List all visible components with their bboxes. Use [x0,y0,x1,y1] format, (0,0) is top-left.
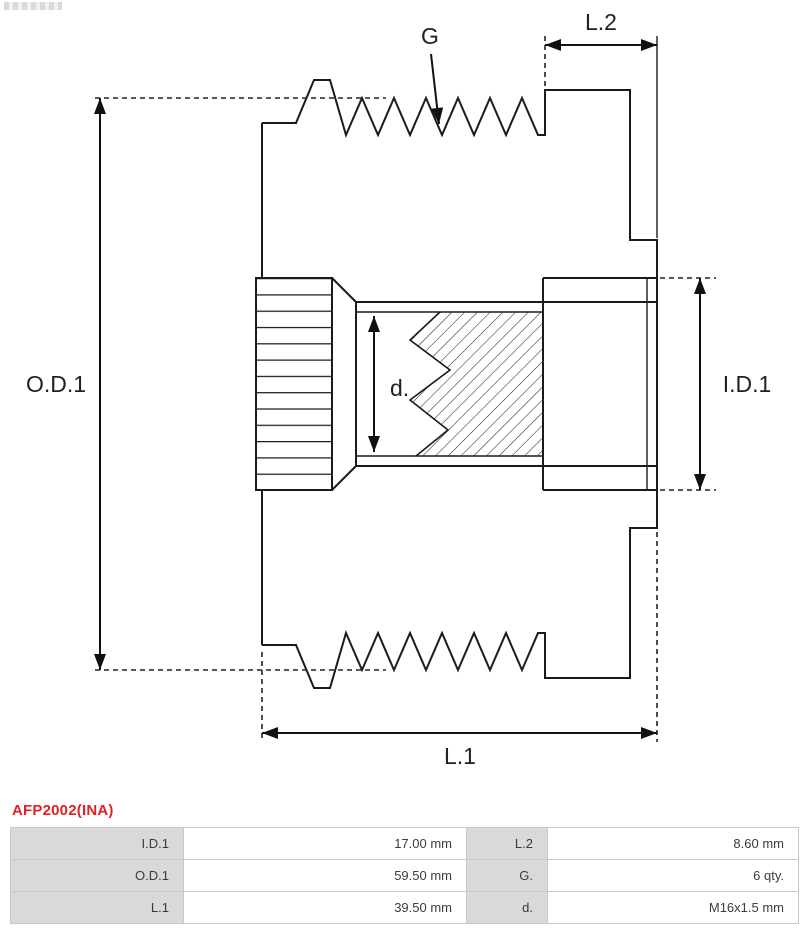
spec-row: O.D.1 59.50 mm G. 6 qty. [11,860,798,891]
spec-label: O.D.1 [11,860,183,891]
spec-table: I.D.1 17.00 mm L.2 8.60 mm O.D.1 59.50 m… [10,827,799,924]
corner-watermark [4,2,62,10]
spec-label: L.1 [11,892,183,923]
dimension-arrows [94,39,706,739]
product-drawing-page: O.D.1 I.D.1 L.1 L.2 G d. AFP2002(INA) I.… [4,2,799,924]
spec-value: 39.50 mm [184,892,466,923]
spec-label: I.D.1 [11,828,183,859]
spec-value: M16x1.5 mm [548,892,798,923]
spline-section [255,277,357,491]
bore-section [355,277,657,491]
product-code: AFP2002(INA) [12,802,114,819]
dim-label-l1: L.1 [444,743,476,769]
dim-label-d: d. [390,375,409,401]
extension-lines [95,36,716,742]
thread-profile [408,311,452,457]
spec-value: 59.50 mm [184,860,466,891]
thread-hatch [410,312,543,456]
dim-label-id1: I.D.1 [723,371,772,397]
spec-row: I.D.1 17.00 mm L.2 8.60 mm [11,828,798,859]
spec-row: L.1 39.50 mm d. M16x1.5 mm [11,892,798,923]
pulley-outline [261,79,658,689]
spec-value: 8.60 mm [548,828,798,859]
dim-g-leader [430,53,444,125]
dim-label-od1: O.D.1 [26,371,86,397]
spec-value: 17.00 mm [184,828,466,859]
pulley-technical-drawing: O.D.1 I.D.1 L.1 L.2 G d. [26,9,772,769]
dim-label-g: G [421,23,439,49]
spec-label: G. [467,860,547,891]
spec-label: L.2 [467,828,547,859]
spec-label: d. [467,892,547,923]
spec-value: 6 qty. [548,860,798,891]
dim-label-l2: L.2 [585,9,617,35]
